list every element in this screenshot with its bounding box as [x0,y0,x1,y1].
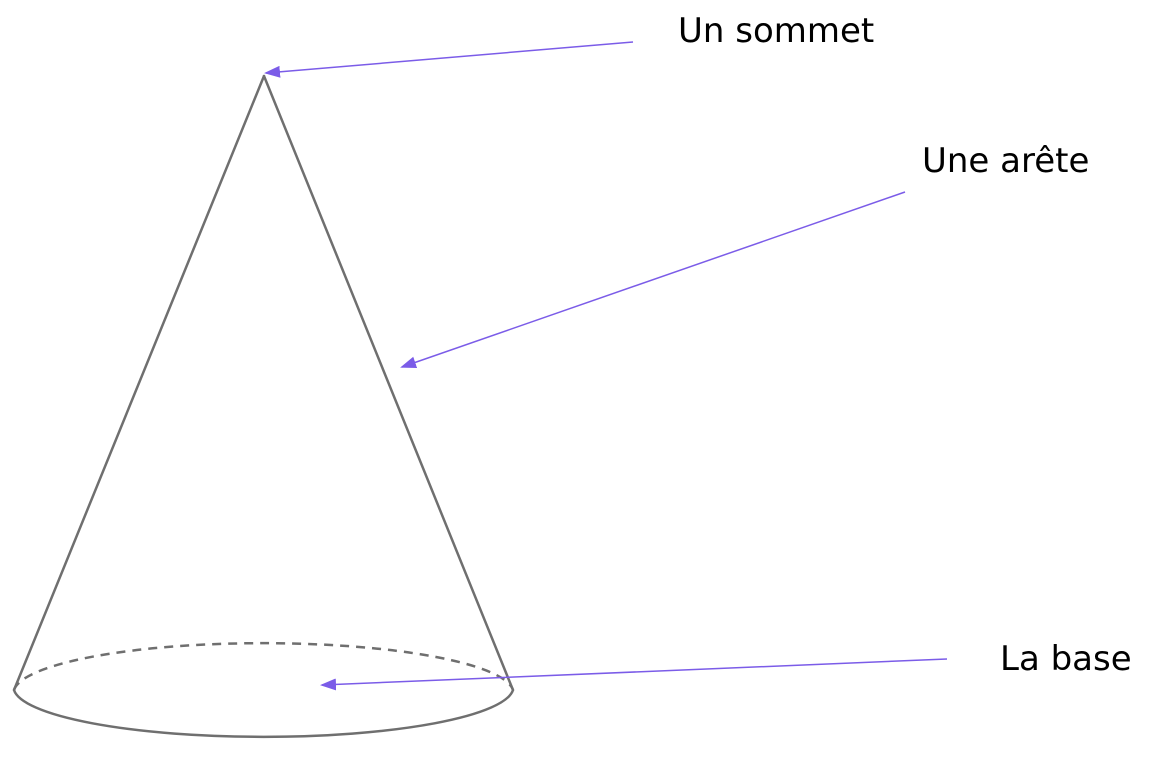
base-label: La base [1000,639,1132,679]
cone-left-edge [12,74,266,692]
cone-right-edge [262,74,515,692]
edge-label: Une arête [922,141,1089,181]
apex-pointer-arrow [264,41,634,78]
edge-pointer-arrow [400,191,906,369]
base-visible-arc [12,689,515,739]
base-pointer-arrow [320,658,948,691]
cone [12,74,515,739]
apex-label: Un sommet [678,11,874,51]
base-hidden-arc [12,641,515,691]
